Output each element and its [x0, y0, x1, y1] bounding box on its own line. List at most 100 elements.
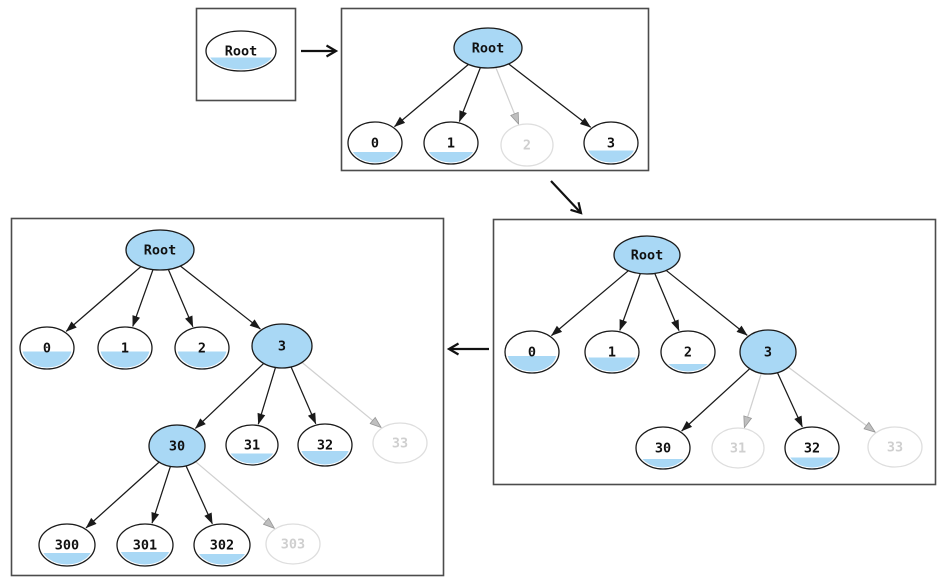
- node-302: 302: [193, 523, 251, 567]
- node-33: 33: [867, 426, 923, 468]
- node-32: 32: [784, 426, 840, 470]
- node-label: 32: [804, 441, 820, 457]
- node-shape: [711, 427, 765, 469]
- node-0: 0: [347, 121, 403, 165]
- node-label: 1: [608, 345, 616, 361]
- node-3: 3: [251, 323, 313, 369]
- panel-step-2-expand-root: Root 0 1 2 3: [340, 7, 650, 172]
- node-shape: [613, 235, 681, 275]
- node-label: 2: [684, 345, 692, 361]
- node-label: 0: [43, 341, 51, 357]
- node-33: 33: [372, 422, 428, 464]
- node-fill-level: [100, 329, 150, 368]
- panel-border-step-4-expand-30: [10, 217, 445, 577]
- node-label: 33: [392, 436, 408, 452]
- node-label: 0: [371, 136, 379, 152]
- node-fill-level: [41, 526, 93, 565]
- node-shape: [739, 329, 797, 375]
- node-fill-level: [208, 33, 274, 70]
- node-label: 32: [317, 438, 333, 454]
- node-3: 3: [583, 121, 639, 165]
- edge-root-to-2: [495, 67, 520, 126]
- node-label: 30: [169, 439, 185, 455]
- node-label: 3: [607, 136, 615, 152]
- node-label: 0: [528, 345, 536, 361]
- edge-root-to-3: [665, 269, 748, 336]
- panel-step-1-root-only: Root: [195, 7, 297, 102]
- node-label: 1: [121, 341, 129, 357]
- node-shape: [251, 323, 313, 369]
- node-1: 1: [584, 330, 640, 374]
- node-label: 30: [655, 441, 671, 457]
- edge-root-to-0: [551, 270, 629, 337]
- node-root: Root: [453, 27, 523, 69]
- edge-3-to-33: [787, 366, 877, 433]
- node-fill-level: [507, 333, 557, 372]
- node-shape: [265, 523, 321, 565]
- node-shape: [148, 424, 206, 468]
- edge-root-to-1: [619, 273, 641, 331]
- edge-root-to-1: [458, 67, 481, 122]
- node-fill-level: [787, 429, 837, 468]
- edge-3-to-33: [301, 361, 383, 429]
- node-label: Root: [144, 243, 177, 259]
- node-label: Root: [472, 41, 505, 57]
- edge-3-to-31: [743, 373, 762, 429]
- panel-step-3-expand-3: Root 0 1 2 3 30 31 32 33: [492, 218, 937, 486]
- node-31: 31: [225, 424, 279, 466]
- edge-root-to-3: [179, 265, 261, 330]
- node-fill-level: [119, 526, 171, 565]
- node-fill-level: [426, 124, 476, 163]
- node-label: Root: [631, 248, 664, 264]
- node-label: Root: [225, 44, 258, 60]
- edge-root-to-1: [132, 269, 154, 327]
- node-shape: [125, 229, 195, 271]
- edge-30-to-303: [195, 461, 276, 530]
- edge-root-to-0: [394, 63, 469, 128]
- node-fill-level: [228, 427, 276, 464]
- node-1: 1: [97, 326, 153, 370]
- node-0: 0: [19, 326, 75, 370]
- arrow-step2-to-step3-icon: [550, 180, 583, 215]
- edge-30-to-301: [151, 466, 171, 524]
- node-31: 31: [711, 427, 765, 469]
- node-0: 0: [504, 330, 560, 374]
- edge-3-to-30: [194, 362, 265, 429]
- node-shape: [500, 123, 554, 167]
- node-fill-level: [663, 333, 713, 372]
- node-fill-level: [22, 329, 72, 368]
- node-3: 3: [739, 329, 797, 375]
- edge-root-to-2: [167, 269, 194, 328]
- edge-root-to-2: [654, 273, 680, 332]
- node-fill-level: [196, 526, 248, 565]
- node-shape: [867, 426, 923, 468]
- node-label: 3: [278, 339, 286, 355]
- node-label: 1: [447, 136, 455, 152]
- edge-root-to-3: [508, 63, 592, 128]
- node-fill-level: [300, 426, 350, 465]
- edge-3-to-32: [290, 366, 317, 425]
- node-label: 301: [133, 538, 157, 554]
- node-303: 303: [265, 523, 321, 565]
- panel-border-step-1-root-only: [195, 7, 297, 102]
- node-label: 2: [523, 138, 531, 154]
- node-2: 2: [174, 326, 230, 370]
- node-label: 3: [764, 345, 772, 361]
- node-label: 302: [210, 538, 234, 554]
- node-fill-level: [638, 429, 688, 468]
- node-label: 303: [281, 537, 305, 553]
- node-label: 31: [244, 438, 260, 454]
- edge-3-to-31: [257, 367, 277, 425]
- node-fill-level: [350, 124, 400, 163]
- edge-30-to-300: [85, 461, 160, 529]
- node-2: 2: [660, 330, 716, 374]
- node-shape: [372, 422, 428, 464]
- edge-3-to-30: [681, 368, 751, 432]
- node-label: 31: [730, 441, 746, 457]
- node-fill-level: [586, 124, 636, 163]
- node-root: Root: [125, 229, 195, 271]
- edge-root-to-0: [65, 266, 142, 332]
- node-300: 300: [38, 523, 96, 567]
